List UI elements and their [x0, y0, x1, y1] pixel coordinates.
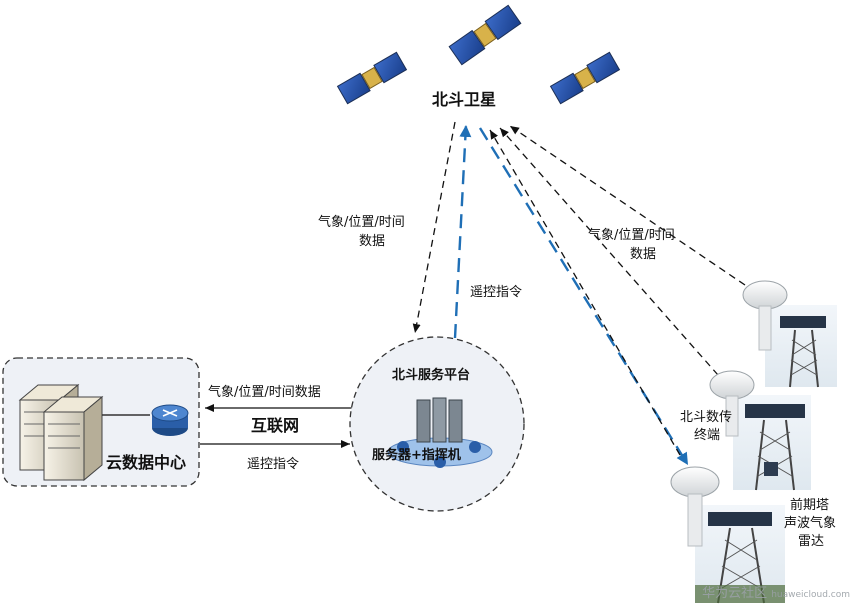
watermark-subtext: huaweicloud.com	[771, 590, 850, 600]
satellite-left-icon	[336, 51, 408, 105]
radar-label-line1: 前期塔	[790, 498, 830, 513]
terminal-label-line2: 终端	[694, 428, 721, 443]
internet-label: 互联网	[251, 416, 300, 435]
watermark-text: 华为云社区	[702, 586, 768, 601]
left-data-label-line1: 气象/位置/时间	[318, 215, 405, 230]
link-terminal1-to-satellite	[509, 125, 746, 286]
platform-server-icon	[387, 397, 493, 468]
link-terminal2-to-satellite	[499, 127, 719, 376]
internet-bottom-label: 遥控指令	[247, 457, 300, 472]
satellite-right-icon	[549, 51, 621, 105]
internet-top-label: 气象/位置/时间数据	[208, 385, 321, 400]
radar-photo-2	[733, 395, 811, 491]
radar-label-line3: 雷达	[798, 534, 825, 549]
right-data-label-line1: 气象/位置/时间	[588, 228, 675, 243]
terminal-dome-2	[709, 370, 755, 437]
radar-label-line2: 声波气象	[784, 516, 837, 531]
right-data-label-line2: 数据	[630, 247, 657, 262]
link-terminal3-to-satellite	[489, 129, 681, 456]
radar-photo-3	[695, 505, 785, 604]
platform-server-label: 服务器+指挥机	[372, 448, 461, 463]
platform-title: 北斗服务平台	[392, 368, 471, 383]
satellite-label: 北斗卫星	[432, 90, 497, 109]
radar-photo-1	[765, 305, 837, 388]
terminal-dome-1	[742, 280, 788, 351]
router-icon	[151, 404, 189, 436]
watermark: 华为云社区 huaweicloud.com	[702, 582, 850, 601]
terminal-dome-3	[670, 466, 720, 547]
terminal-label-line1: 北斗数传	[680, 410, 733, 425]
link-satellite-to-platform	[412, 121, 456, 334]
left-data-label-line2: 数据	[359, 234, 386, 249]
server-icon	[18, 383, 104, 482]
satellite-center-icon	[448, 4, 522, 66]
link-platform-to-satellite-remote	[453, 124, 472, 339]
remote-command-label: 遥控指令	[470, 285, 523, 300]
datacenter-label: 云数据中心	[106, 453, 187, 472]
